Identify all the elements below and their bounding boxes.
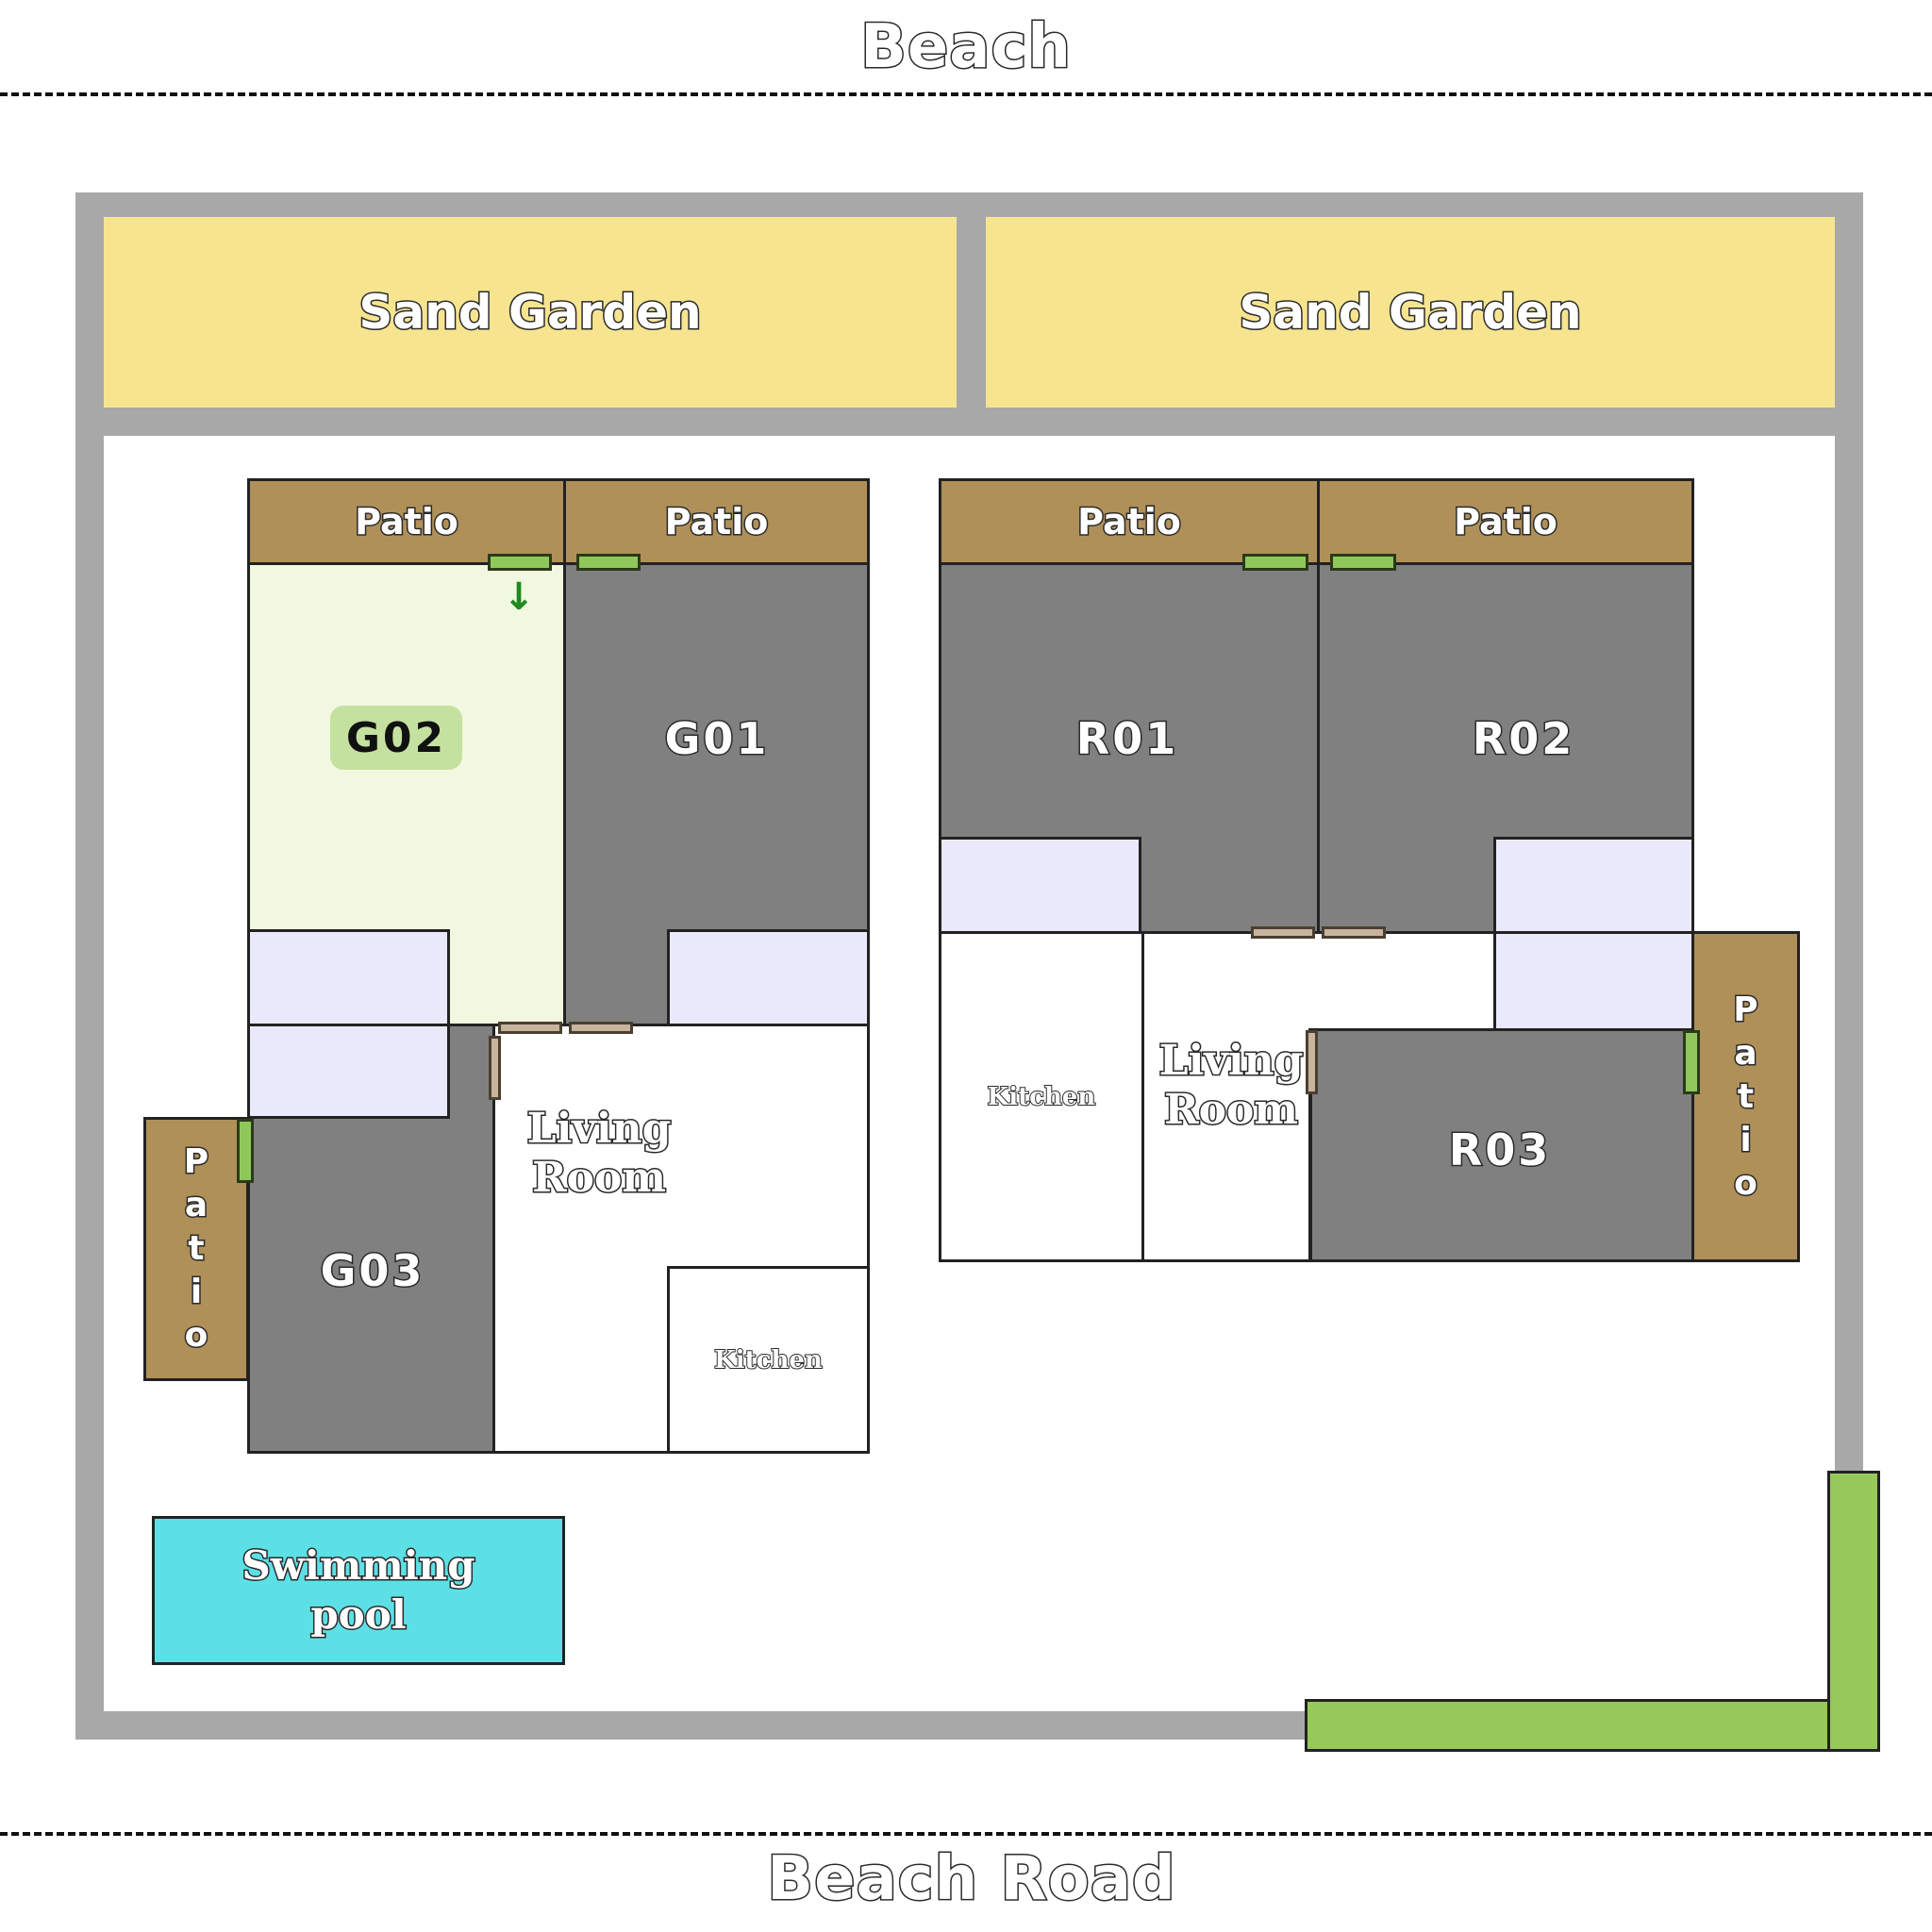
wall-garden-divider: [956, 192, 986, 433]
beach-boundary-line: [0, 92, 1932, 96]
living-room-r-extension: [1308, 931, 1496, 1031]
patio-g03[interactable]: P a t i o: [143, 1117, 249, 1381]
patio-r03[interactable]: P a t i o: [1691, 931, 1800, 1262]
patio-g01[interactable]: Patio: [563, 478, 870, 565]
living-room-label: Living Room: [1158, 1036, 1305, 1136]
bathroom-g02[interactable]: [247, 929, 450, 1026]
door-g03-living[interactable]: [489, 1036, 501, 1100]
patio-g02[interactable]: Patio: [247, 478, 566, 565]
room-g01-label: G01: [663, 712, 770, 766]
beach-road-label: Beach Road: [766, 1843, 1176, 1916]
door-g02-patio[interactable]: [488, 554, 552, 571]
door-g02-living[interactable]: [498, 1022, 562, 1034]
kitchen-label: Kitchen: [987, 1082, 1097, 1112]
room-r01-label: R01: [1074, 712, 1179, 766]
wall-right: [1835, 192, 1863, 1475]
beach-label: Beach: [859, 11, 1073, 84]
patio-vertical-label: P a t i o: [182, 1141, 209, 1357]
bathroom-r02[interactable]: [1493, 837, 1694, 934]
door-r02-patio[interactable]: [1330, 554, 1396, 571]
door-g01-patio[interactable]: [576, 554, 641, 571]
patio-label: Patio: [663, 500, 770, 544]
road-boundary-line: [0, 1832, 1932, 1836]
room-r03[interactable]: [1309, 1028, 1694, 1262]
wall-left: [75, 192, 104, 1740]
room-r02-label: R02: [1471, 712, 1575, 766]
room-g02-label: G02: [330, 706, 462, 770]
room-g03-label: G03: [319, 1244, 425, 1298]
patio-vertical-label: P a t i o: [1732, 989, 1759, 1204]
door-r02-living[interactable]: [1322, 926, 1386, 939]
sand-garden-right[interactable]: Sand Garden: [986, 217, 1835, 408]
sand-garden-left[interactable]: Sand Garden: [104, 217, 957, 408]
patio-label: Patio: [1076, 500, 1183, 544]
bathroom-r03[interactable]: [1493, 931, 1694, 1031]
door-r01-patio[interactable]: [1242, 554, 1308, 571]
living-room-r[interactable]: [1141, 931, 1311, 1262]
kitchen-r[interactable]: Kitchen: [939, 931, 1144, 1262]
swimming-pool[interactable]: Swimming pool: [152, 1516, 565, 1665]
bathroom-g01[interactable]: [667, 929, 870, 1026]
patio-r02[interactable]: Patio: [1317, 478, 1694, 565]
room-r03-label: R03: [1447, 1124, 1552, 1177]
entrance-gate-horizontal[interactable]: [1305, 1699, 1833, 1752]
door-g01-living[interactable]: [569, 1022, 633, 1034]
wall-garden-bottom: [75, 408, 1835, 436]
down-arrow-icon: ↓: [503, 575, 535, 619]
sand-garden-label: Sand Garden: [358, 284, 703, 341]
pool-label-line2: pool: [309, 1591, 408, 1640]
patio-label: Patio: [1453, 500, 1559, 544]
sand-garden-label: Sand Garden: [1238, 284, 1583, 341]
kitchen-label: Kitchen: [713, 1345, 824, 1375]
living-room-label: Living Room: [525, 1104, 673, 1204]
door-g03-patio[interactable]: [237, 1119, 254, 1183]
wall-bottom: [75, 1711, 1307, 1740]
entrance-gate-vertical[interactable]: [1827, 1471, 1880, 1752]
door-r03-patio[interactable]: [1683, 1030, 1700, 1094]
kitchen-g[interactable]: Kitchen: [667, 1266, 870, 1454]
bathroom-g03[interactable]: [247, 1024, 450, 1119]
pool-label-line1: Swimming: [241, 1541, 476, 1591]
patio-r01[interactable]: Patio: [939, 478, 1320, 565]
bathroom-r01[interactable]: [939, 837, 1141, 934]
patio-label: Patio: [354, 500, 460, 544]
door-r01-living[interactable]: [1251, 926, 1315, 939]
door-r03-living[interactable]: [1306, 1030, 1318, 1094]
